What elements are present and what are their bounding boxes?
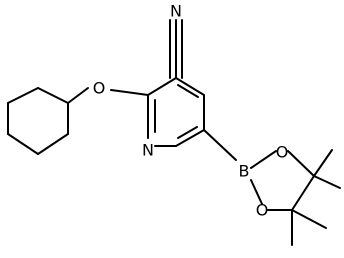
cyclohexyl-bond-6	[37, 87, 69, 104]
ring-bond-c3-c2	[147, 77, 177, 96]
cyclohexyl-bond-3	[7, 133, 39, 155]
c5-boron-bond	[203, 129, 237, 161]
cyclohexyl-bond-5	[7, 87, 39, 104]
b-o-bottom-bond	[250, 179, 263, 205]
methyl-top-up	[313, 149, 333, 177]
bond-layer	[7, 19, 341, 246]
c-c-ring-bond	[291, 175, 315, 211]
b-o-top-bond	[250, 150, 277, 169]
methyl-top-right	[313, 175, 341, 189]
boronate-oxygen-bottom-label: O	[256, 201, 269, 220]
boron-label: B	[239, 162, 250, 181]
nitrile-nitrogen-label: N	[170, 2, 182, 21]
c2-o-bond	[110, 89, 149, 96]
ring-bond-c3-c4	[175, 77, 205, 96]
boronate-oxygen-top-label: O	[276, 143, 289, 162]
ring-double-c5-c6	[177, 126, 198, 139]
ring-nitrogen-label: N	[142, 141, 154, 160]
ring-bond-c5-c6	[175, 129, 205, 147]
ring-double-c3-c4	[177, 84, 199, 98]
ether-oxygen-label: O	[93, 79, 106, 98]
methyl-bottom-right	[291, 209, 327, 229]
cyclohexyl-bond-2	[37, 133, 69, 155]
o-top-c-bond	[287, 150, 315, 177]
o-cyclohexyl-bond	[67, 87, 89, 104]
atom-label-layer: N O N B O O	[93, 2, 289, 220]
